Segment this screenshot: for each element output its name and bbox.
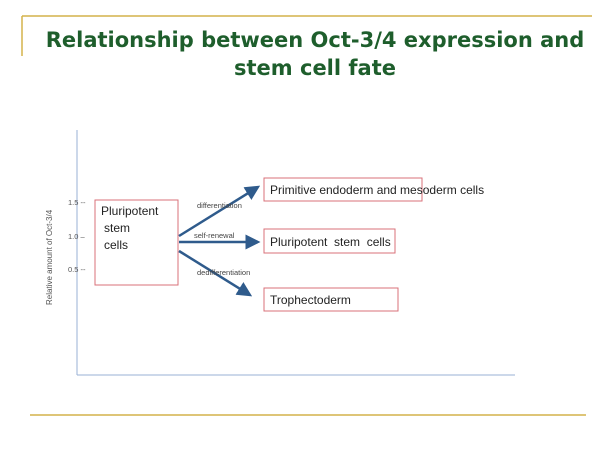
pluripotent-source-box [94,199,179,286]
source-line-3: cells [104,238,128,252]
arrow-differentiation [178,185,261,238]
label-self-renewal: self-renewal [194,231,235,240]
target-top-label: Primitive endoderm and mesoderm cells [270,183,484,197]
target-box-bottom [263,287,399,312]
y-tick-0.5: 0.5 -- [68,265,86,274]
target-middle-label: Pluripotent stem cells [270,235,391,249]
target-bottom-label: Trophectoderm [270,293,351,307]
arrow-dedifferentiation [178,249,253,297]
label-dedifferentiation: dedifferentiation [197,268,250,277]
label-differentiation: differentiation [197,201,242,210]
slide-title: Relationship between Oct-3/4 expression … [45,28,585,80]
source-line-2: stem [104,221,130,235]
target-box-middle [263,228,396,254]
y-tick-1.0: 1.0 – [68,232,86,241]
target-box-top [263,177,423,202]
y-axis-label: Relative amount of Oct-3/4 [45,209,54,305]
source-line-1: Pluripotent [101,204,159,218]
y-tick-1.5: 1.5 -- [68,198,86,207]
